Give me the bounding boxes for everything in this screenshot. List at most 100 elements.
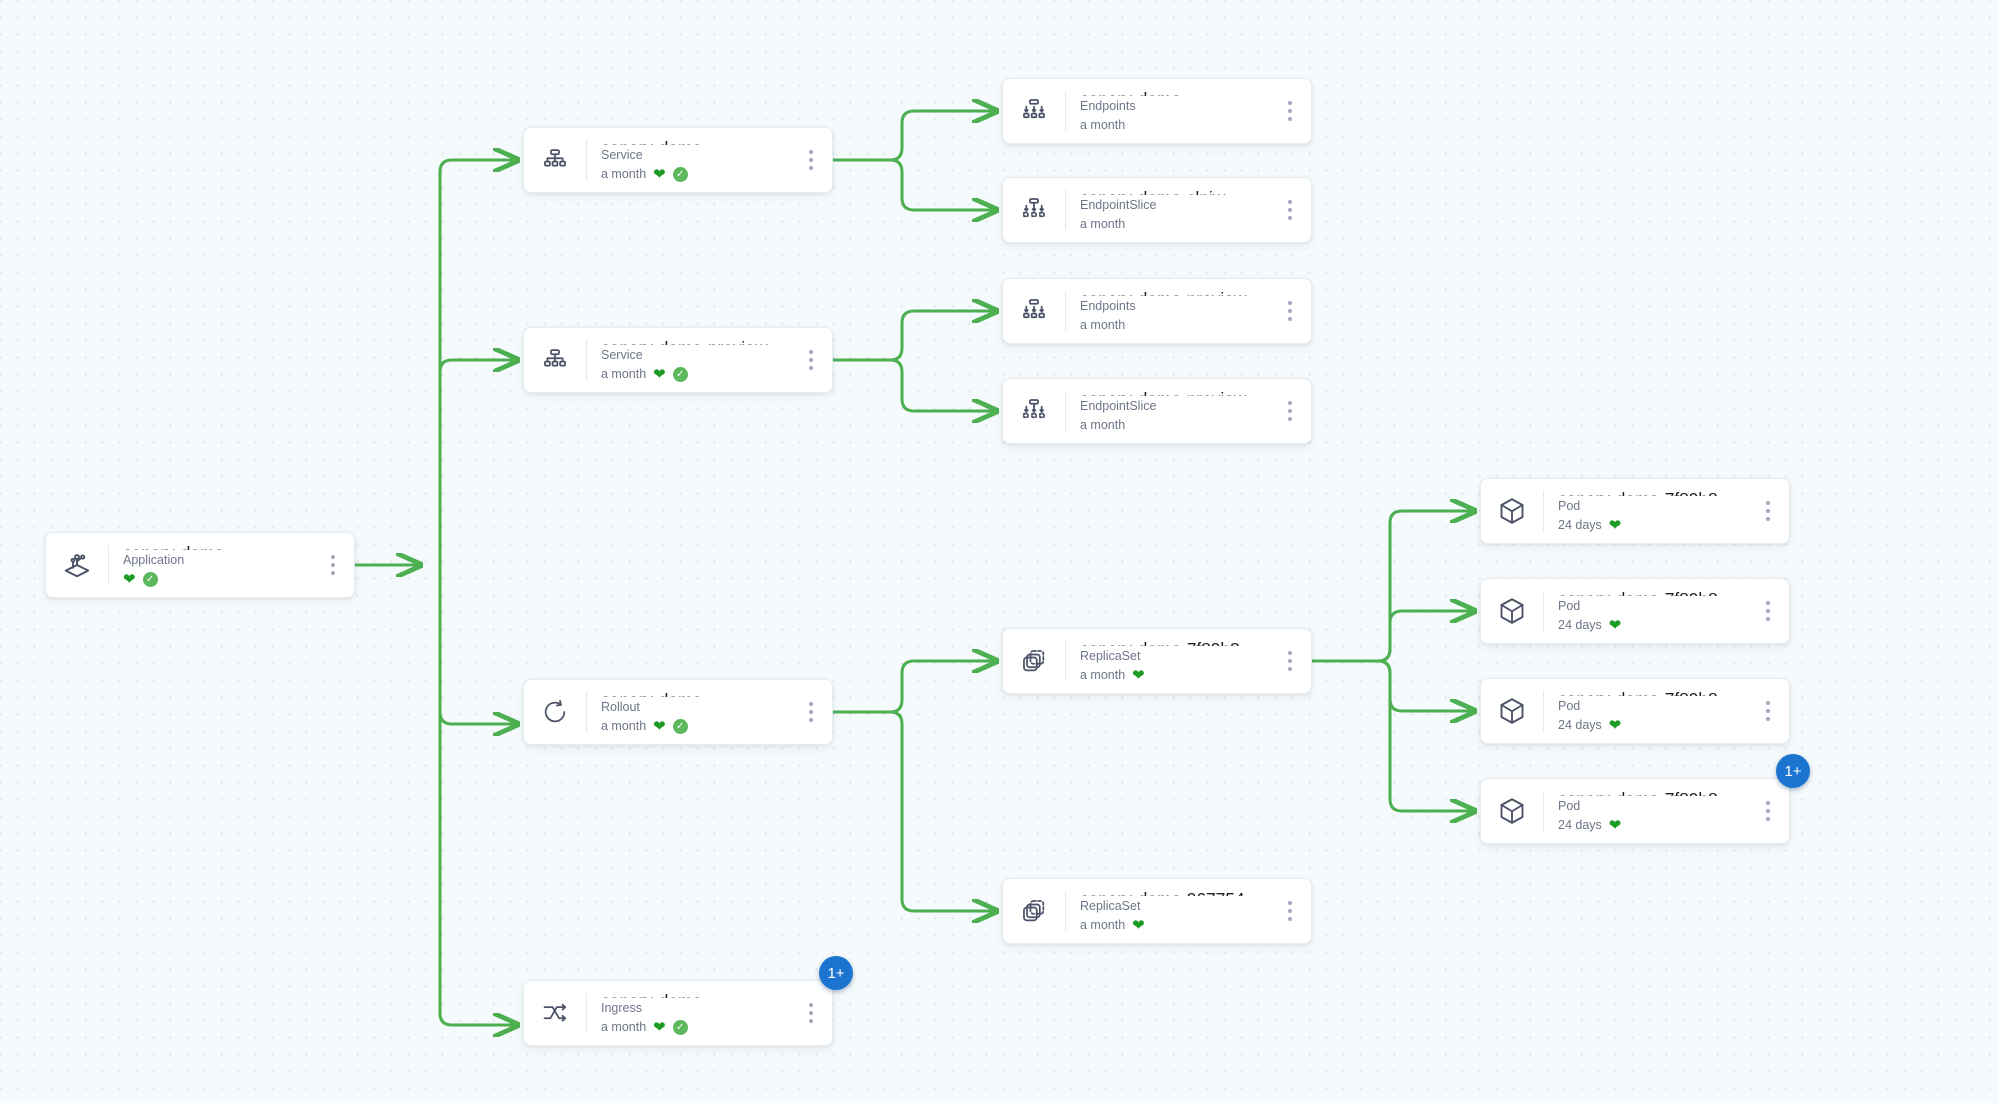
node-svc-canary-demo[interactable]: canary-demo Service a month❤✓ bbox=[523, 127, 833, 193]
node-body: canary-demo-7f89b8b97... Pod 24 days❤ bbox=[1544, 779, 1755, 843]
node-body: canary-demo Application ❤✓ bbox=[109, 533, 320, 597]
node-menu-button[interactable] bbox=[1277, 279, 1311, 343]
node-menu-button[interactable] bbox=[798, 128, 832, 192]
node-menu-button[interactable] bbox=[1277, 629, 1311, 693]
node-count-badge[interactable]: 1+ bbox=[1776, 754, 1810, 788]
node-kind: Pod bbox=[1558, 499, 1581, 513]
node-kind: Ingress bbox=[601, 1001, 642, 1015]
node-pod-4[interactable]: canary-demo-7f89b8b97... Pod 24 days❤ bbox=[1480, 778, 1797, 851]
node-divider bbox=[586, 140, 587, 180]
node-menu-button[interactable] bbox=[1755, 579, 1789, 643]
replicaset-icon bbox=[1003, 879, 1065, 943]
node-title: canary-demo bbox=[123, 543, 308, 550]
node-app-canary-demo[interactable]: canary-demo Application ❤✓ bbox=[45, 532, 355, 598]
node-menu-button[interactable] bbox=[798, 328, 832, 392]
endpoints-icon bbox=[1003, 279, 1065, 343]
node-meta: a month❤ bbox=[1080, 918, 1265, 933]
node-menu-button[interactable] bbox=[1755, 479, 1789, 543]
node-divider bbox=[1065, 91, 1066, 131]
node-title: canary-demo-7f89b8b97... bbox=[1558, 789, 1743, 796]
pod-icon bbox=[1481, 779, 1543, 843]
health-heart-icon: ❤ bbox=[653, 366, 666, 383]
node-count-badge[interactable]: 1+ bbox=[819, 956, 853, 990]
sync-ok-icon: ✓ bbox=[672, 1020, 688, 1035]
node-kind: Service bbox=[601, 148, 643, 162]
node-menu-button[interactable] bbox=[1755, 679, 1789, 743]
sync-ok-icon: ✓ bbox=[672, 719, 688, 734]
node-body: canary-demo-7f89b8b97... Pod 24 days ❤ bbox=[1544, 579, 1755, 643]
node-meta: a month❤✓ bbox=[601, 1020, 786, 1035]
node-title: canary-demo-7f89b8b97... bbox=[1558, 589, 1743, 596]
node-age: a month bbox=[601, 1020, 647, 1034]
node-age: a month bbox=[1080, 318, 1126, 332]
pod-icon bbox=[1481, 579, 1543, 643]
health-heart-icon: ❤ bbox=[1132, 667, 1145, 684]
endpointslice-icon bbox=[1003, 178, 1065, 242]
node-divider bbox=[108, 545, 109, 585]
node-menu-button[interactable] bbox=[1277, 879, 1311, 943]
node-age: a month bbox=[601, 367, 647, 381]
node-pod-1[interactable]: canary-demo-7f89b8b97... Pod 24 days❤ bbox=[1480, 478, 1790, 544]
node-menu-button[interactable] bbox=[1277, 178, 1311, 242]
node-menu-button[interactable] bbox=[1277, 79, 1311, 143]
node-menu-button[interactable] bbox=[798, 680, 832, 744]
node-title: canary-demo-preview bbox=[601, 338, 786, 345]
node-ingress-canary-demo[interactable]: canary-demo Ingress a month❤✓ bbox=[523, 980, 840, 1053]
node-title: canary-demo-preview-v... bbox=[1080, 389, 1265, 396]
node-pod-3[interactable]: canary-demo-7f89b8b97... Pod 24 days❤ bbox=[1480, 678, 1790, 744]
node-age: a month bbox=[601, 719, 647, 733]
node-body: canary-demo-preview Service a month❤✓ bbox=[587, 328, 798, 392]
node-rs-967754b4c[interactable]: canary-demo-967754b4c ReplicaSet a month… bbox=[1002, 878, 1312, 944]
node-divider bbox=[1065, 291, 1066, 331]
node-age: 24 days bbox=[1558, 618, 1602, 632]
node-menu-button[interactable] bbox=[798, 981, 832, 1045]
node-age: a month bbox=[601, 167, 647, 181]
node-age: a month bbox=[1080, 668, 1126, 682]
node-meta: a month❤✓ bbox=[601, 367, 786, 382]
node-rollout-canary-demo[interactable]: canary-demo Rollout a month❤✓ bbox=[523, 679, 833, 745]
rollout-icon bbox=[524, 680, 586, 744]
node-meta: a month bbox=[1080, 217, 1265, 232]
node-title: canary-demo-7f89b8b978 bbox=[1080, 639, 1265, 646]
node-age: 24 days bbox=[1558, 818, 1602, 832]
node-body: canary-demo-967754b4c ReplicaSet a month… bbox=[1066, 879, 1277, 943]
node-divider bbox=[1543, 691, 1544, 731]
node-kind: Service bbox=[601, 348, 643, 362]
node-title: canary-demo bbox=[601, 991, 786, 998]
node-age: a month bbox=[1080, 118, 1126, 132]
node-body: canary-demo Endpoints a month bbox=[1066, 79, 1277, 143]
sync-ok-icon: ✓ bbox=[142, 572, 158, 587]
node-menu-button[interactable] bbox=[320, 533, 354, 597]
node-meta: 24 days❤ bbox=[1558, 518, 1743, 533]
node-meta: a month❤✓ bbox=[601, 719, 786, 734]
node-eps-canary-demo-clpjw[interactable]: canary-demo-clpjw EndpointSlice a month bbox=[1002, 177, 1312, 243]
node-ep-canary-demo-preview[interactable]: canary-demo-preview Endpoints a month bbox=[1002, 278, 1312, 344]
node-ep-canary-demo[interactable]: canary-demo Endpoints a month bbox=[1002, 78, 1312, 144]
node-menu-button[interactable] bbox=[1755, 779, 1789, 843]
node-age: a month bbox=[1080, 217, 1126, 231]
node-title: canary-demo bbox=[601, 138, 786, 145]
node-divider bbox=[1065, 190, 1066, 230]
node-meta: ❤✓ bbox=[123, 572, 308, 587]
node-kind: EndpointSlice bbox=[1080, 399, 1157, 413]
endpoints-icon bbox=[1003, 79, 1065, 143]
node-menu-button[interactable] bbox=[1277, 379, 1311, 443]
node-meta: a month ❤ bbox=[1080, 668, 1265, 683]
replicaset-icon bbox=[1003, 629, 1065, 693]
node-kind: ReplicaSet bbox=[1080, 899, 1141, 913]
health-heart-icon: ❤ bbox=[1608, 617, 1622, 634]
node-body: canary-demo Rollout a month❤✓ bbox=[587, 680, 798, 744]
node-title: canary-demo-7f89b8b97... bbox=[1558, 489, 1743, 496]
node-rs-7f89b8b978[interactable]: canary-demo-7f89b8b978 ReplicaSet a mont… bbox=[1002, 628, 1312, 694]
node-kind: Pod bbox=[1558, 599, 1581, 613]
node-eps-canary-demo-preview-v[interactable]: canary-demo-preview-v... EndpointSlice a… bbox=[1002, 378, 1312, 444]
node-divider bbox=[586, 340, 587, 380]
node-title: canary-demo-clpjw bbox=[1080, 188, 1265, 195]
node-pod-2[interactable]: canary-demo-7f89b8b97... Pod 24 days ❤ bbox=[1480, 578, 1790, 644]
node-title: canary-demo-967754b4c bbox=[1080, 889, 1265, 896]
node-age: a month bbox=[1080, 918, 1126, 932]
node-kind: Application bbox=[123, 553, 185, 567]
node-svc-canary-demo-preview[interactable]: canary-demo-preview Service a month❤✓ bbox=[523, 327, 833, 393]
node-title: canary-demo bbox=[1080, 89, 1265, 96]
